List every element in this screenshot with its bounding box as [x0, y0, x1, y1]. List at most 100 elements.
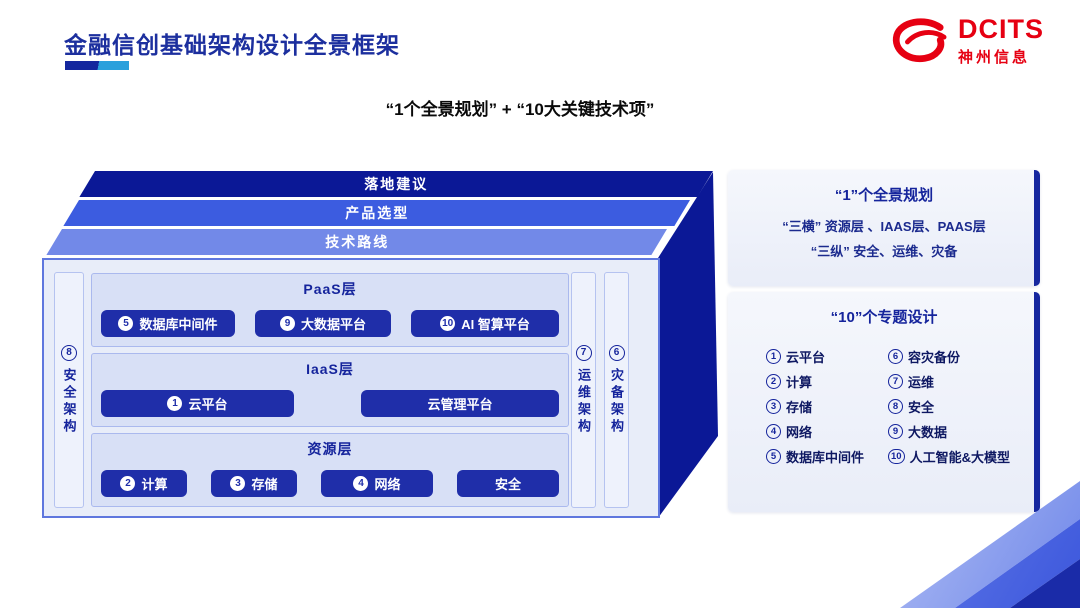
topic-9-label: 大数据 [908, 425, 948, 440]
topic-6-label: 容灾备份 [908, 350, 961, 365]
button-compute: 2 计算 [101, 470, 187, 497]
architecture-box: 8 安全架构 PaaS层 5 数据库中间件 9 大数据平台 10 AI 智算平台 [42, 258, 660, 518]
bar-tech-route: 技术路线 [46, 229, 667, 255]
button-cloud-platform: 1 云平台 [101, 390, 294, 417]
title-underline [65, 61, 129, 70]
bigdata-label: 大数据平台 [300, 317, 366, 332]
topic-ops: 7 运维 [888, 369, 1010, 394]
topic-3-badge: 3 [766, 399, 781, 414]
layer-iaas: IaaS层 1 云平台 云管理平台 [91, 353, 569, 427]
panel-plan: “1”个全景规划 “三横” 资源层 、IAAS层、PAAS层 “三纵” 安全、运… [728, 170, 1040, 286]
layer-paas: PaaS层 5 数据库中间件 9 大数据平台 10 AI 智算平台 [91, 273, 569, 347]
logo-company: 神州信息 [958, 49, 1031, 67]
logo: DCITS 神州信息 [888, 14, 1044, 68]
topic-1-badge: 1 [766, 349, 781, 364]
topic-5-label: 数据库中间件 [786, 450, 865, 465]
panel-plan-line1: “三横” 资源层 、IAAS层、PAAS层 [782, 219, 986, 234]
dcits-swoosh-icon [892, 18, 947, 63]
bar-product-selection: 产品选型 [63, 200, 690, 226]
ai-number-badge: 10 [440, 316, 456, 331]
layer-paas-title: PaaS层 [303, 281, 357, 297]
strip-ops-architecture: 7 运维架构 [571, 272, 596, 508]
storage-label: 存储 [251, 477, 278, 492]
topic-2-badge: 2 [766, 374, 781, 389]
topic-cloud-platform: 1 云平台 [766, 344, 888, 369]
bar-product-selection-label: 产品选型 [344, 205, 409, 221]
topic-compute: 2 计算 [766, 369, 888, 394]
dr-strip-label: 灾备架构 [609, 367, 624, 436]
ops-strip-label: 运维架构 [576, 367, 591, 436]
panel-topics-accent-bar [1034, 292, 1040, 512]
storage-number-badge: 3 [230, 476, 246, 491]
topic-database-middleware: 5 数据库中间件 [766, 444, 888, 469]
topic-network: 4 网络 [766, 419, 888, 444]
topic-3-label: 存储 [786, 400, 813, 415]
resource-button-row: 2 计算 3 存储 4 网络 安全 [101, 470, 559, 497]
topic-10-badge: 10 [888, 449, 905, 464]
database-middleware-label: 数据库中间件 [139, 317, 218, 332]
topic-bigdata: 9 大数据 [888, 419, 1010, 444]
topic-7-badge: 7 [888, 374, 903, 389]
panel-topics-title: “10”个专题设计 [830, 309, 938, 326]
topic-disaster-recovery: 6 容灾备份 [888, 344, 1010, 369]
button-network: 4 网络 [321, 470, 433, 497]
button-database-middleware: 5 数据库中间件 [101, 310, 235, 337]
ops-number-badge: 7 [575, 344, 592, 361]
strip-dr-architecture: 6 灾备架构 [604, 272, 629, 508]
button-storage: 3 存储 [211, 470, 297, 497]
network-number-badge: 4 [353, 476, 369, 491]
cloud-platform-number-badge: 1 [167, 396, 183, 411]
panel-topics: “10”个专题设计 1 云平台 2 计算 3 存储 4 网络 [728, 292, 1040, 512]
topic-ai-llm: 10 人工智能&大模型 [888, 444, 1010, 469]
compute-number-badge: 2 [120, 476, 136, 491]
paas-button-row: 5 数据库中间件 9 大数据平台 10 AI 智算平台 [101, 310, 559, 337]
topic-10-label: 人工智能&大模型 [909, 450, 1010, 465]
topic-1-label: 云平台 [786, 350, 826, 365]
panel-plan-line2: “三纵” 安全、运维、灾备 [810, 244, 958, 259]
panel-plan-accent-bar [1034, 170, 1040, 286]
logo-text: DCITS 神州信息 [958, 13, 1044, 68]
topic-4-badge: 4 [766, 424, 781, 439]
button-cloud-management-platform: 云管理平台 [361, 390, 559, 417]
subtitle: “1个全景规划” + “10大关键技术项” [385, 100, 655, 119]
security-number-badge: 8 [61, 344, 77, 361]
bigdata-number-badge: 9 [279, 316, 295, 331]
dr-number-badge: 6 [608, 344, 625, 361]
cloud-management-label: 云管理平台 [427, 397, 493, 412]
topic-4-label: 网络 [786, 425, 813, 440]
corner-decoration [860, 445, 1080, 608]
layer-resource: 资源层 2 计算 3 存储 4 网络 安全 [91, 433, 569, 507]
logo-brand: DCITS [958, 13, 1044, 44]
security-button-label: 安全 [494, 477, 521, 492]
bar-tech-route-label: 技术路线 [324, 234, 389, 250]
strip-security-architecture: 8 安全架构 [54, 272, 84, 508]
topic-8-label: 安全 [908, 400, 935, 415]
iaas-button-row: 1 云平台 云管理平台 [101, 390, 559, 417]
topic-7-label: 运维 [908, 375, 935, 390]
topic-storage: 3 存储 [766, 394, 888, 419]
layer-resource-title: 资源层 [307, 441, 353, 457]
security-strip-label: 安全架构 [61, 367, 77, 436]
cloud-platform-label: 云平台 [188, 397, 228, 412]
network-label: 网络 [374, 477, 401, 492]
topics-column-2: 6 容灾备份 7 运维 8 安全 9 大数据 10 人工智能&大模型 [888, 344, 1010, 469]
bar-landing-advice: 落地建议 [79, 171, 713, 197]
topics-column-1: 1 云平台 2 计算 3 存储 4 网络 5 数据库中间件 [766, 344, 888, 469]
database-middleware-number-badge: 5 [118, 316, 134, 331]
topic-6-badge: 6 [888, 349, 903, 364]
panel-plan-title: “1”个全景规划 [834, 187, 934, 204]
ai-label: AI 智算平台 [461, 317, 530, 332]
topic-9-badge: 9 [888, 424, 903, 439]
topics-list: 1 云平台 2 计算 3 存储 4 网络 5 数据库中间件 [766, 344, 1010, 469]
layer-iaas-title: IaaS层 [306, 361, 354, 377]
topic-2-label: 计算 [786, 375, 813, 390]
button-ai-platform: 10 AI 智算平台 [411, 310, 559, 337]
topic-security: 8 安全 [888, 394, 1010, 419]
button-bigdata-platform: 9 大数据平台 [255, 310, 391, 337]
compute-label: 计算 [141, 477, 168, 492]
page-title: 金融信创基础架构设计全景框架 [64, 32, 400, 58]
bar-landing-advice-label: 落地建议 [364, 176, 429, 192]
topic-8-badge: 8 [888, 399, 903, 414]
button-security: 安全 [457, 470, 559, 497]
